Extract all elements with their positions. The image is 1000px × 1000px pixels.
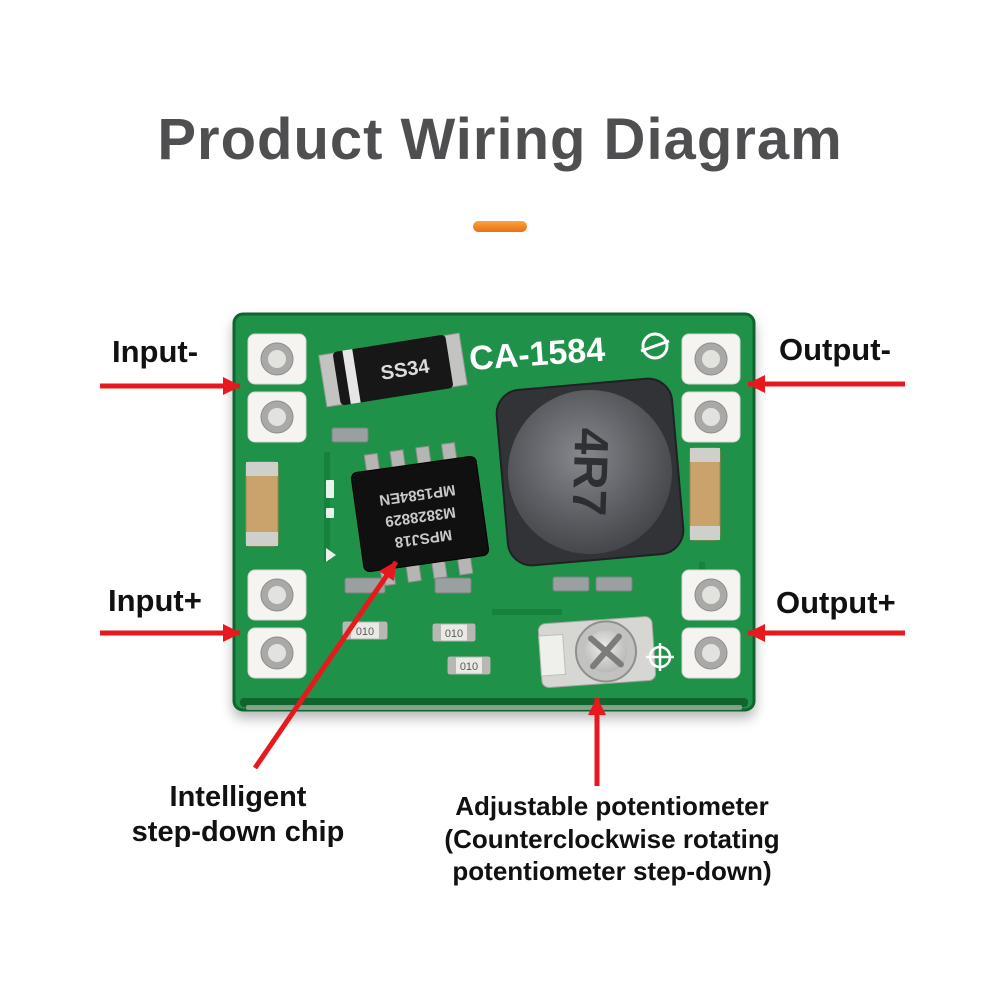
page-title: Product Wiring Diagram xyxy=(157,107,843,172)
label-output-plus: Output+ xyxy=(776,585,896,620)
corner-pad xyxy=(681,333,741,443)
label-output-minus: Output- xyxy=(779,332,891,367)
silkscreen-marks xyxy=(326,480,336,562)
plus-mark-icon xyxy=(646,643,674,671)
screw-slot-icon xyxy=(588,633,624,670)
pot-callout-line2: (Counterclockwise rotating xyxy=(444,823,780,854)
resistor: 010 xyxy=(342,621,388,640)
pot-callout-line3: potentiometer step-down) xyxy=(452,856,772,886)
pcb-model-text: CA-1584 xyxy=(468,331,606,378)
label-input-minus: Input- xyxy=(112,334,199,369)
resistor-label-text: 010 xyxy=(356,626,374,638)
tantalum-capacitor xyxy=(245,461,279,547)
potentiometer xyxy=(537,616,657,688)
resistor: 010 xyxy=(447,656,491,675)
inductor-label-text: 4R7 xyxy=(561,427,617,517)
minus-mark-icon xyxy=(640,332,670,360)
resistor-label-text: 010 xyxy=(460,661,478,673)
label-input-plus: Input+ xyxy=(108,583,202,618)
label-potentiometer: Adjustable potentiometer (Counterclockwi… xyxy=(428,790,796,888)
accent-dash xyxy=(473,221,527,232)
corner-pad xyxy=(247,333,307,443)
label-step-down-chip: Intelligent step-down chip xyxy=(108,780,368,850)
pot-callout-line1: Adjustable potentiometer xyxy=(455,791,769,821)
diode: SS34 xyxy=(318,332,468,408)
resistor-label-text: 010 xyxy=(445,628,463,640)
chip: MPSJ18 M3828829 MP1584EN xyxy=(350,441,490,587)
resistor: 010 xyxy=(432,623,476,642)
chip-callout-line1: Intelligent xyxy=(169,781,307,813)
inductor: 4R7 xyxy=(495,377,685,567)
chip-callout-line2: step-down chip xyxy=(131,815,345,848)
capacitor xyxy=(331,427,369,443)
corner-pad xyxy=(681,569,741,679)
pcb-board-image: CA-1584 SS34 MPSJ18 M3828829 xyxy=(232,312,756,712)
tantalum-capacitor xyxy=(689,447,721,541)
